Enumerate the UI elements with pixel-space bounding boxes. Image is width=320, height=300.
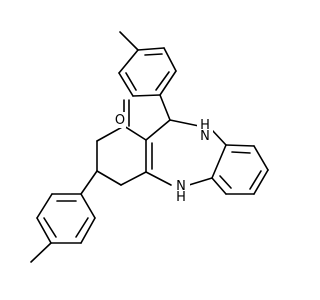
bond-layer — [30, 31, 269, 263]
bond-top-ring-4 — [132, 94, 161, 97]
bond-top-ring-3 — [159, 70, 177, 96]
molecule-canvas: O H N N H — [30, 31, 269, 263]
top-amine-hydrogen-label: H — [200, 118, 210, 133]
bond-nh-bottom-to-benzo — [188, 177, 213, 186]
bond-ch-to-c1 — [145, 119, 171, 141]
bond-nh-top-to-benzo — [211, 129, 227, 146]
bond-lower-ring-inner-2 — [43, 217, 57, 238]
bond-benzo-1 — [225, 144, 255, 147]
bond-carbonyl-to-ch2 — [96, 125, 125, 142]
bond-top-ring-inner-2 — [155, 71, 170, 91]
bond-methyl-bottom — [30, 242, 52, 263]
bond-benzo-3 — [253, 169, 269, 195]
bond-ch-to-nh-top — [169, 119, 200, 127]
bond-lower-ring-6 — [80, 193, 96, 219]
bottom-amine-label-background — [172, 178, 190, 205]
bond-lower-ring-3 — [36, 217, 52, 244]
bond-lower-ring-2 — [36, 193, 53, 219]
bond-top-ring-2 — [163, 47, 177, 72]
bond-top-aryl-to-ch — [159, 94, 171, 121]
bond-lower-ring-inner-3 — [75, 217, 89, 238]
carbonyl-oxygen-label: O — [115, 113, 125, 128]
bond-top-ring-6 — [118, 49, 139, 74]
bond-benzo-inner-1 — [231, 151, 251, 154]
top-amine-label-background — [197, 116, 213, 143]
oxygen-label-background — [114, 112, 126, 128]
bottom-amine-nitrogen-label: N — [176, 179, 186, 194]
bond-c2-to-nh-bottom — [145, 171, 172, 186]
bond-benzo-inner-3 — [219, 175, 232, 189]
bond-benzo-inner-2 — [249, 170, 262, 190]
chemical-structure-diagram: O H N N H — [30, 31, 269, 263]
bond-ch-to-lower-aryl — [80, 170, 98, 195]
bond-top-ring-inner-1 — [144, 53, 163, 56]
bond-top-ring-5 — [118, 72, 134, 97]
bond-lower-ring-5 — [80, 217, 96, 244]
bond-ch-to-ch2-bottom — [96, 170, 122, 186]
bond-ch2-bottom-to-c2 — [120, 171, 147, 186]
bond-benzo-5 — [211, 177, 227, 195]
bond-methyl-top — [119, 31, 139, 51]
bond-benzo-2 — [253, 145, 269, 171]
bond-benzo-6 — [211, 144, 227, 179]
bond-c1-to-carbonyl — [123, 125, 147, 141]
bottom-amine-hydrogen-label: H — [176, 190, 186, 205]
top-amine-nitrogen-label: N — [200, 129, 210, 144]
bond-top-ring-inner-3 — [125, 72, 137, 91]
bond-top-ring-1 — [137, 47, 165, 51]
atom-label-layer: O H N N H — [114, 112, 213, 205]
